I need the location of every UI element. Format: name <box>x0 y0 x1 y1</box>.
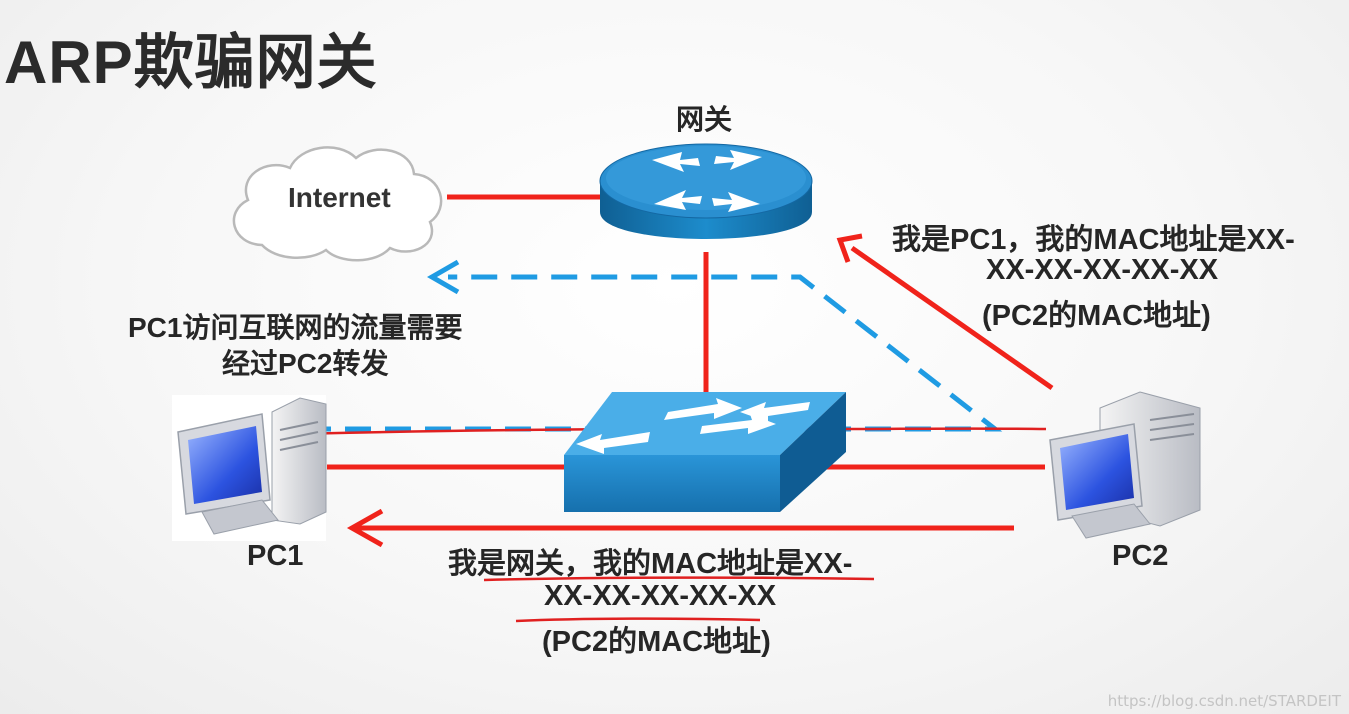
arp-reply-arrow-to-pc1 <box>346 508 1014 548</box>
router-icon <box>599 143 813 239</box>
watermark-text: https://blog.csdn.net/STARDEIT <box>1107 692 1341 710</box>
traffic-note-line1: PC1访问互联网的流量需要 <box>128 312 463 343</box>
arp-to-pc1-line2: XX-XX-XX-XX-XX <box>544 580 777 612</box>
arp-to-gateway-line2: XX-XX-XX-XX-XX <box>986 254 1219 286</box>
gateway-label: 网关 <box>676 104 733 135</box>
pc2-label: PC2 <box>1112 540 1169 572</box>
pc2-computer-icon <box>1049 391 1201 539</box>
arp-to-pc1-line3: (PC2的MAC地址) <box>542 626 771 658</box>
spoofed-traffic-arrowhead-icon <box>426 259 460 295</box>
handwritten-underlines <box>483 576 875 623</box>
arp-to-gateway-line1: 我是PC1，我的MAC地址是XX- <box>892 224 1295 256</box>
network-links <box>327 194 1045 470</box>
internet-cloud-icon <box>232 146 443 262</box>
internet-label: Internet <box>288 182 391 213</box>
pc1-label: PC1 <box>247 540 304 572</box>
arp-to-gateway-line3: (PC2的MAC地址) <box>982 300 1211 332</box>
page-title: ARP欺骗网关 <box>4 29 378 96</box>
arp-reply-arrow-to-gateway <box>836 233 1054 391</box>
arp-to-pc1-line1: 我是网关，我的MAC地址是XX- <box>448 548 853 580</box>
switch-icon <box>564 392 846 512</box>
traffic-note-line2: 经过PC2转发 <box>222 348 389 379</box>
pc1-computer-icon <box>172 395 327 541</box>
